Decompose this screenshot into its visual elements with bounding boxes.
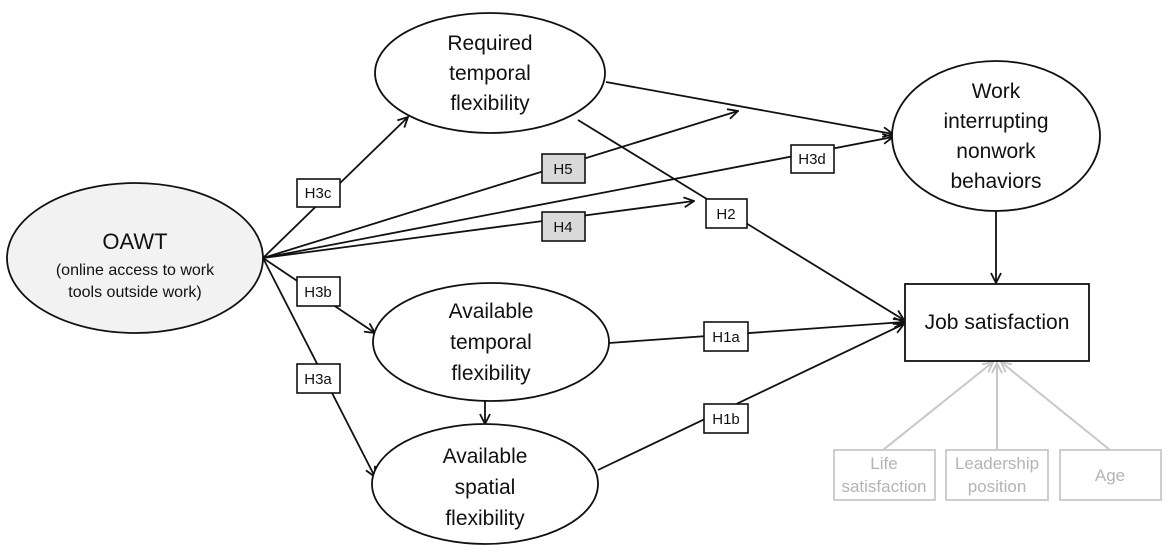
control-leadership-position-box <box>945 449 1049 501</box>
node-oawt: OAWT (online access to work tools outsid… <box>6 182 264 334</box>
node-required-temporal-shape <box>374 12 606 134</box>
node-required-temporal-line2: temporal <box>449 62 531 85</box>
node-work-interrupting-shape <box>891 60 1101 212</box>
edge-oawt-to-work-interrupting <box>262 137 893 259</box>
node-available-spatial-line1: Available <box>443 445 528 468</box>
hypothesis-label-h5-text: H5 <box>553 161 572 178</box>
node-job-satisfaction-shape <box>904 283 1090 362</box>
control-life-satisfaction: Life satisfaction <box>833 449 936 501</box>
hypothesis-label-h1a: H1a <box>703 321 749 352</box>
node-available-temporal-line2: temporal <box>450 331 532 354</box>
node-work-interrupting-line3: nonwork <box>956 140 1036 163</box>
node-required-temporal-line3: flexibility <box>450 92 530 115</box>
hypothesis-label-h3d-text: H3d <box>798 151 826 168</box>
edge-oawt-to-h5-target <box>262 111 738 259</box>
node-work-interrupting-line4: behaviors <box>950 170 1041 193</box>
control-age: Age <box>1059 449 1162 501</box>
edge-oawt-to-h4-target <box>262 201 694 259</box>
edge-available-temporal-to-job-satisfaction <box>608 322 904 344</box>
hypothesis-label-h1b: H1b <box>703 403 749 434</box>
node-job-satisfaction: Job satisfaction <box>904 283 1090 362</box>
hypothesis-label-h1b-text: H1b <box>712 411 740 428</box>
node-available-spatial-line3: flexibility <box>445 507 525 530</box>
control-age-label: Age <box>1095 466 1125 485</box>
hypothesis-label-h3c-text: H3c <box>305 185 332 202</box>
control-life-satisfaction-line2: satisfaction <box>841 477 926 496</box>
edge-life-satisfaction-to-job-satisfaction <box>882 362 993 451</box>
control-leadership-position-line2: position <box>968 477 1027 496</box>
node-available-spatial-flexibility: Available spatial flexibility <box>371 423 599 545</box>
edge-required-temporal-to-work-interrupting <box>605 81 893 134</box>
node-oawt-subtitle-line2: tools outside work) <box>68 284 201 301</box>
hypothesis-label-h5: H5 <box>541 153 586 184</box>
node-available-temporal-flexibility: Available temporal flexibility <box>372 282 610 402</box>
node-work-interrupting-line1: Work <box>972 80 1021 103</box>
node-available-spatial-shape <box>371 423 599 545</box>
hypothesis-label-h3c: H3c <box>296 178 341 208</box>
node-available-temporal-line3: flexibility <box>451 362 531 385</box>
node-available-spatial-line2: spatial <box>455 476 516 499</box>
control-age-box <box>1059 449 1162 501</box>
node-oawt-subtitle-line1: (online access to work <box>56 262 215 279</box>
hypothesis-label-h3b-text: H3b <box>304 284 332 301</box>
node-oawt-title: OAWT <box>102 229 167 254</box>
control-life-satisfaction-box <box>833 449 936 501</box>
hypothesis-label-h3d: H3d <box>790 144 835 174</box>
node-oawt-shape <box>6 182 264 334</box>
hypothesis-label-h4: H4 <box>541 211 586 242</box>
node-job-satisfaction-label: Job satisfaction <box>925 311 1070 334</box>
control-leadership-position-line1: Leadership <box>955 454 1039 473</box>
edge-age-to-job-satisfaction <box>1001 362 1111 451</box>
hypothesis-label-h3a-text: H3a <box>304 371 332 388</box>
hypothesis-label-h3b: H3b <box>296 276 341 307</box>
node-available-temporal-shape <box>372 282 610 402</box>
control-life-satisfaction-line1: Life <box>870 454 897 473</box>
node-work-interrupting-line2: interrupting <box>943 110 1048 133</box>
hypothesis-label-h2-text: H2 <box>716 206 735 223</box>
hypothesis-label-h4-text: H4 <box>553 219 572 236</box>
hypothesis-label-h3a: H3a <box>296 363 341 394</box>
node-required-temporal-flexibility: Required temporal flexibility <box>374 12 606 134</box>
hypothesis-label-h2: H2 <box>705 198 748 229</box>
hypothesis-label-h1a-text: H1a <box>712 329 740 346</box>
control-leadership-position: Leadership position <box>945 449 1049 501</box>
node-work-interrupting-nonwork-behaviors: Work interrupting nonwork behaviors <box>891 60 1101 212</box>
edge-available-spatial-to-job-satisfaction <box>597 324 904 471</box>
node-available-temporal-line1: Available <box>449 300 534 323</box>
node-required-temporal-line1: Required <box>447 32 532 55</box>
